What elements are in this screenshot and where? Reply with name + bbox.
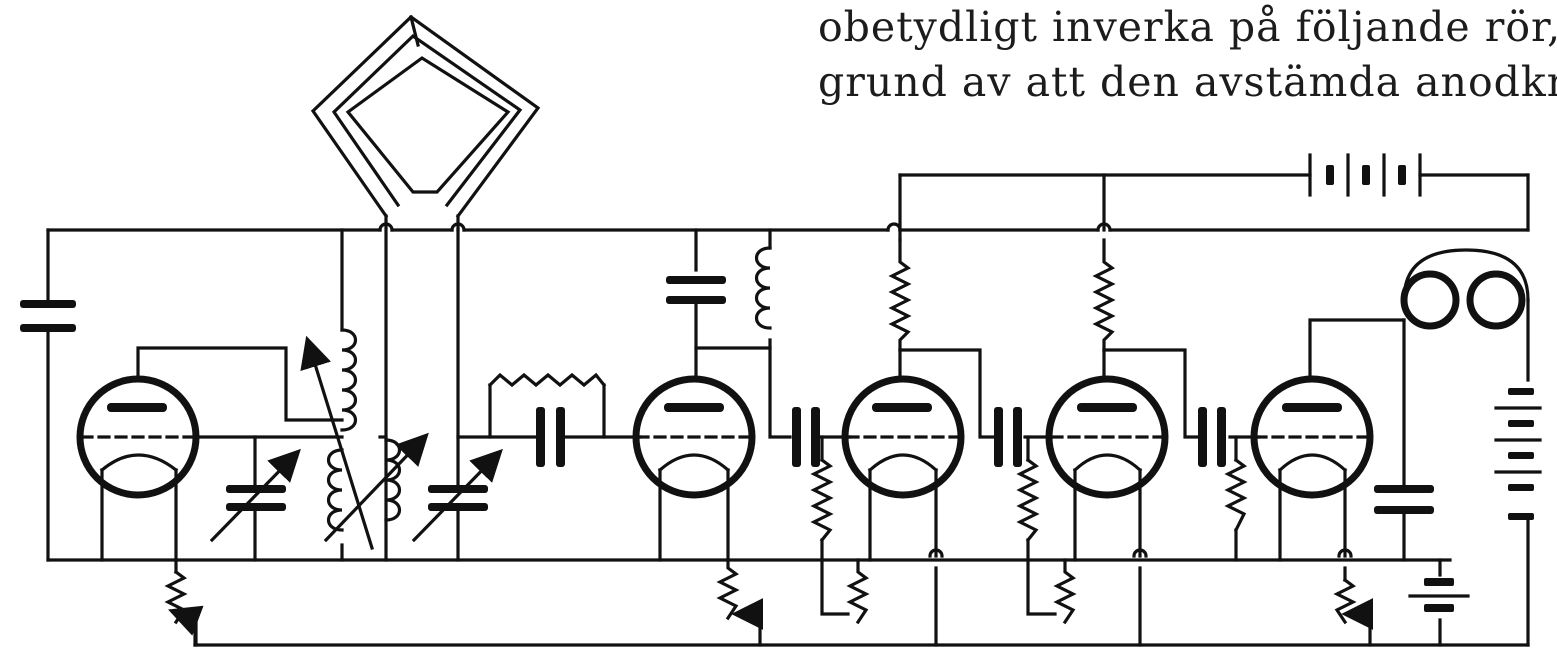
variable-capacitor-icon [411, 448, 503, 543]
rheostat-icon [1333, 577, 1374, 630]
headphones-icon [1400, 248, 1530, 330]
text-line-1: obetydligt inverka på följande rör, på [818, 3, 1557, 51]
body-text: obetydligt inverka på följande rör, på g… [818, 0, 1557, 110]
inductor-coil-icon [300, 328, 375, 551]
capacitor-icon [792, 407, 820, 467]
resistor-icon [1016, 457, 1040, 543]
vacuum-tube-icon [1045, 375, 1169, 499]
vacuum-tube-icon [632, 375, 756, 499]
resistor-icon [1224, 457, 1248, 533]
rheostat-icon [846, 558, 870, 625]
capacitor-icon [1198, 407, 1226, 467]
capacitor-icon [20, 300, 76, 332]
wiring [46, 173, 1530, 647]
resistor-icon [487, 372, 607, 388]
rheostat-icon [1053, 558, 1077, 625]
vacuum-tube-icon [841, 375, 965, 499]
variable-capacitor-icon [209, 448, 301, 543]
inductor-coil-icon [323, 432, 429, 543]
resistor-icon [888, 238, 912, 352]
rheostat-icon [716, 558, 764, 630]
loop-antenna-icon [310, 14, 541, 562]
resistor-icon [810, 457, 834, 543]
inductor-coil-icon [754, 246, 772, 330]
text-line-2: grund av att den avstämda anodkret- [818, 58, 1557, 106]
battery-icon [1494, 388, 1542, 520]
resistor-icon [1092, 238, 1116, 352]
vacuum-tube-icon [1250, 375, 1374, 499]
vacuum-tube-icon [76, 375, 200, 499]
capacitor-icon [536, 407, 565, 467]
battery-icon [1308, 153, 1422, 197]
capacitor-icon [666, 276, 726, 304]
capacitor-icon [994, 407, 1022, 467]
rheostat-icon [164, 569, 204, 636]
battery-icon [1408, 578, 1470, 612]
capacitor-icon [1374, 485, 1434, 514]
